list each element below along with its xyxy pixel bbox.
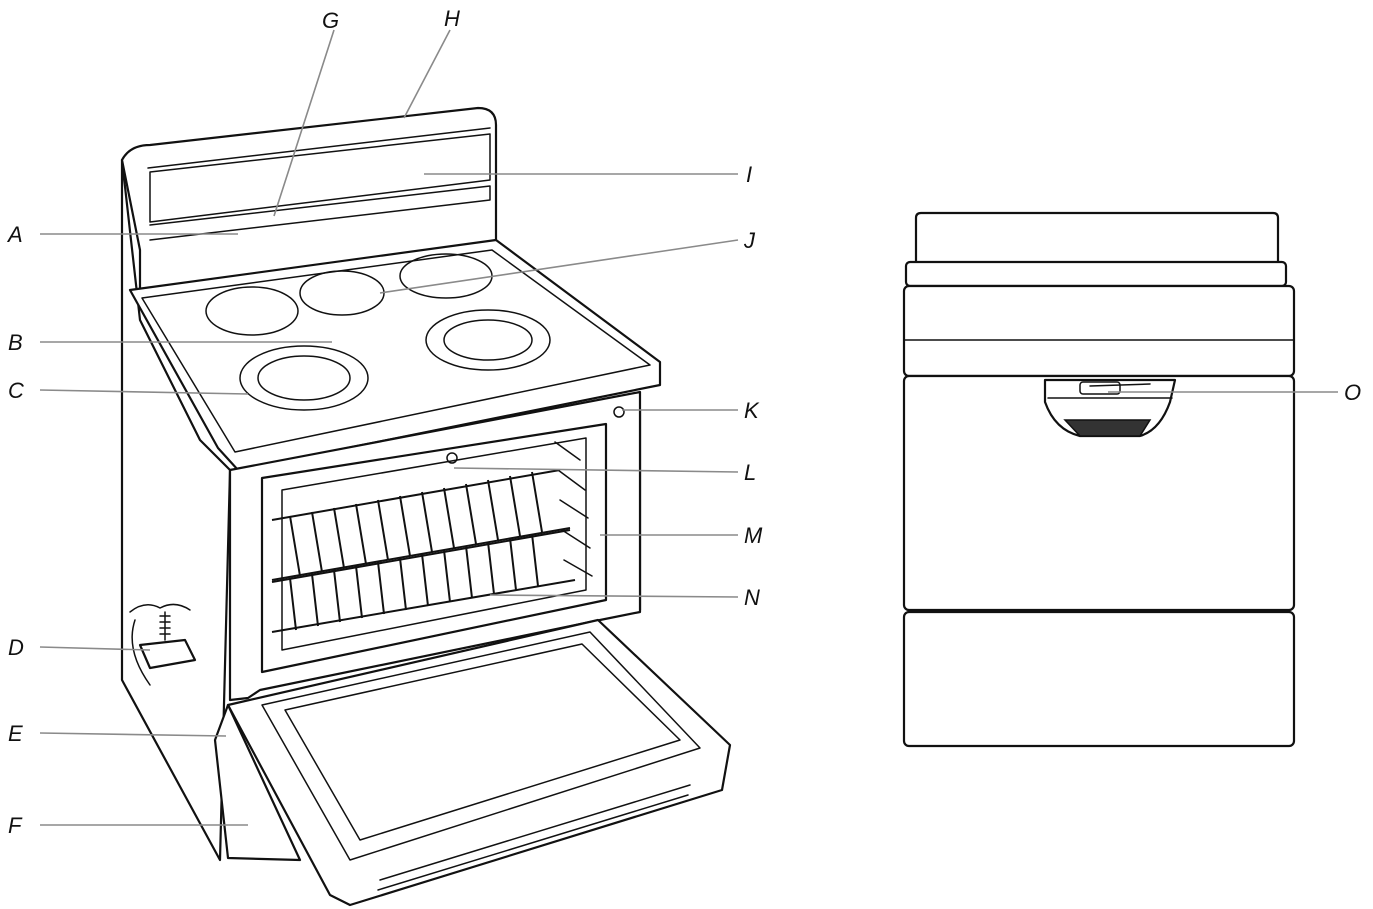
leader-h [404,30,450,118]
front-cooktop-edge [904,286,1294,376]
model-serial-plate [1045,380,1175,436]
callout-j: J [743,228,756,253]
callout-d: D [8,635,24,660]
callout-i: I [746,162,752,187]
range-perspective-view [122,108,730,905]
front-drawer [904,612,1294,746]
front-backguard [916,213,1278,262]
callout-f: F [8,813,23,838]
callout-h: H [444,6,460,31]
callout-g: G [322,8,339,33]
front-cooktop-band [906,262,1286,286]
callout-a: A [6,222,23,247]
callout-o: O [1344,380,1361,405]
callout-b: B [8,330,23,355]
range-front-view [904,213,1294,746]
callout-c: C [8,378,24,403]
callout-n: N [744,585,760,610]
callout-k: K [744,398,760,423]
callout-l: L [744,460,756,485]
callout-e: E [8,721,23,746]
callout-m: M [744,523,763,548]
